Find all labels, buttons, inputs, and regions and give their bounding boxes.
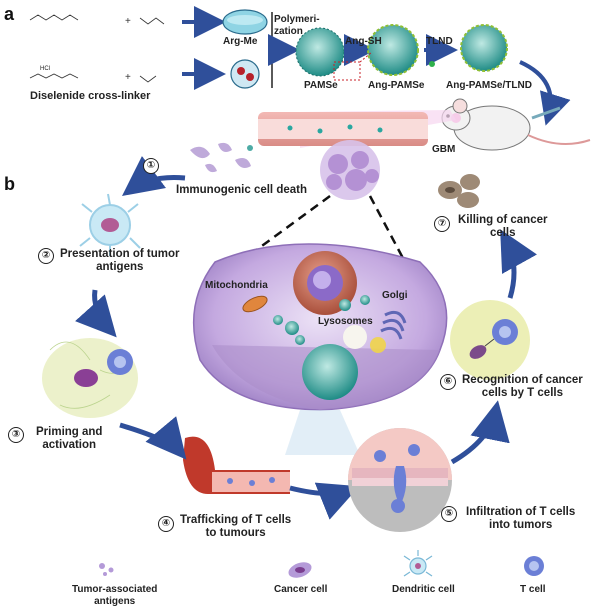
gbm-label: GBM [432, 144, 456, 155]
step-number-3: ③ [8, 427, 24, 443]
step-label-presentation: Presentation of tumor antigens [60, 248, 180, 274]
monomer-structures [29, 14, 165, 83]
golgi-label: Golgi [382, 290, 408, 301]
legend-cancer-cell-label: Cancer cell [274, 584, 328, 595]
ang-sh-label: Ang-SH [345, 36, 382, 47]
legend-antigen-icon [99, 563, 114, 576]
panel-label-a: a [4, 4, 15, 24]
legend-dendritic-cell-icon [403, 550, 433, 577]
plus-sign: + [125, 72, 131, 83]
mouse-illustration [441, 98, 591, 151]
step-label-trafficking: Trafficking of T cells to tumours [180, 514, 292, 540]
killed-cancer-cells-illustration [438, 174, 480, 208]
dendritic-cell-illustration [79, 193, 141, 256]
arg-me-label: Arg-Me [223, 36, 258, 47]
reagent-hcl-label: HCl [40, 66, 50, 72]
recognition-illustration [450, 300, 530, 380]
legend-t-cell-icon [524, 556, 544, 576]
legend-icons [99, 550, 544, 578]
ang-pamse-tlnd-nanoparticle-icon [461, 25, 507, 71]
priming-illustration [42, 338, 138, 418]
ang-pamse-label: Ang-PAMSe [368, 80, 425, 91]
legend-cancer-cell-icon [288, 562, 312, 578]
step-label-infiltration: Infiltration of T cells into tumors [466, 506, 576, 532]
step-number-5: ⑤ [441, 506, 457, 522]
diselenide-label: Diselenide cross-linker [30, 90, 151, 102]
panel-label-b: b [4, 174, 15, 194]
diselenide-crosslinker-icon [230, 59, 260, 89]
step-number-7: ⑦ [434, 216, 450, 232]
tumor-cluster-illustration [320, 140, 380, 200]
step-number-4: ④ [158, 516, 174, 532]
lysosomes-label: Lysosomes [318, 316, 373, 327]
step-label-priming: Priming and activation [36, 426, 103, 452]
pamse-nanoparticle-icon [296, 28, 344, 76]
cancer-cell-cutaway [192, 243, 448, 455]
step-label-recognition: Recognition of cancer cells by T cells [462, 374, 583, 400]
dying-cell-fragments [190, 142, 253, 173]
step-number-2: ② [38, 248, 54, 264]
legend-t-cell-label: T cell [520, 584, 546, 595]
step-label-immunogenic-cell-death: Immunogenic cell death [176, 184, 307, 196]
step-number-1: ① [143, 158, 159, 174]
legend-antigens-label: Tumor-associated antigens [72, 584, 158, 607]
ang-pamse-nanoparticle-icon [368, 25, 418, 75]
legend-dendritic-cell-label: Dendritic cell [392, 584, 455, 595]
ang-pamse-tlnd-label: Ang-PAMSe/TLND [446, 80, 532, 91]
tlnd-label: TLND [426, 36, 453, 47]
pamse-label: PAMSe [304, 80, 338, 91]
infiltration-illustration [348, 428, 452, 532]
mitochondria-label: Mitochondria [205, 280, 268, 291]
polymerization-label: Polymeri- zation [274, 14, 320, 37]
trafficking-vessel-illustration [183, 436, 290, 494]
step-number-6: ⑥ [440, 374, 456, 390]
step-label-killing: Killing of cancer cells [458, 214, 548, 240]
plus-sign: + [125, 16, 131, 27]
